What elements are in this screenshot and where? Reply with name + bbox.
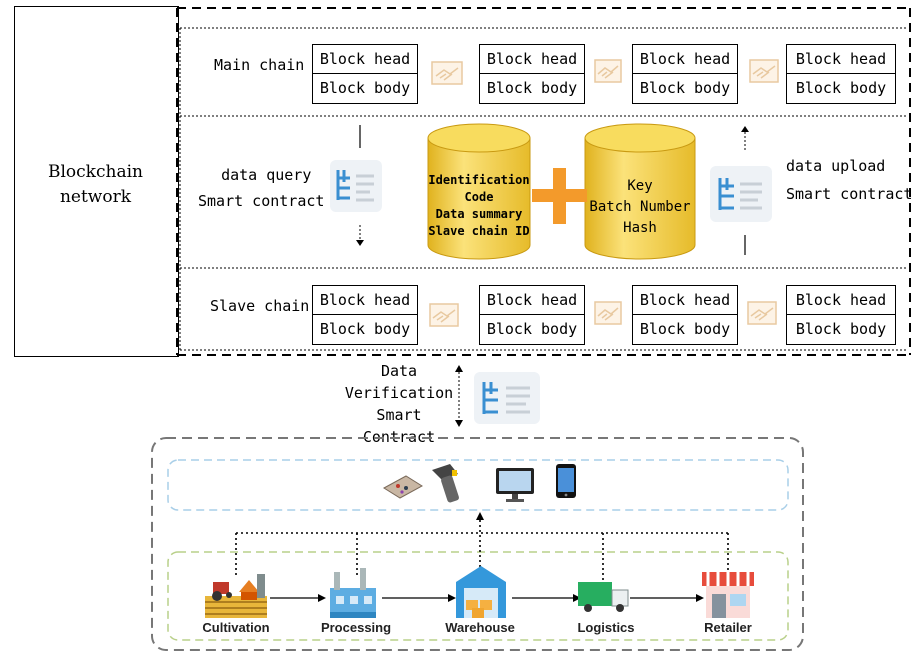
verification-line: Verification [344, 384, 454, 402]
upload-contract-label: data upload Smart contract [786, 152, 912, 208]
query-line1: data query [221, 166, 312, 184]
upload-line2: Smart contract [786, 185, 913, 203]
slave-block-3: Block head Block body [632, 285, 738, 345]
block-head: Block head [633, 45, 737, 74]
slave-block-2: Block head Block body [479, 285, 585, 345]
block-head: Block head [787, 286, 895, 315]
farm-icon [205, 574, 267, 618]
slave-block-4: Block head Block body [786, 285, 896, 345]
block-body: Block body [795, 79, 887, 97]
block-body: Block body [639, 79, 731, 97]
handshake-icon [431, 61, 463, 85]
handshake-icon [747, 301, 777, 325]
query-contract-label: data query Smart contract [198, 162, 324, 214]
smartphone-icon [556, 464, 576, 498]
network-label-line1: Blockchain [48, 162, 143, 182]
database-icon [584, 123, 696, 260]
handshake-icon [594, 301, 622, 325]
slave-block-1: Block head Block body [312, 285, 418, 345]
verification-label: Data Verification Smart Contract [344, 360, 454, 448]
truck-icon [578, 582, 629, 612]
database-icon [427, 123, 531, 260]
handshake-icon [594, 59, 622, 83]
factory-icon [330, 568, 376, 618]
warehouse-icon [456, 566, 506, 618]
handshake-icon [429, 303, 459, 327]
block-head: Block head [313, 45, 417, 74]
cyl-line: Identification [428, 173, 530, 187]
block-body: Block body [795, 320, 887, 338]
network-label: Blockchain network [14, 160, 177, 210]
main-block-3: Block head Block body [632, 44, 738, 104]
cyl-line: Batch Number [589, 199, 691, 215]
block-head: Block head [787, 45, 895, 74]
main-block-4: Block head Block body [786, 44, 896, 104]
blockchain-network-frame [14, 6, 179, 357]
cyl-line: Hash [623, 220, 657, 236]
cyl-line: Data summary [435, 207, 523, 221]
cyl-line: Code [464, 190, 494, 204]
cyl-line: Key [627, 178, 653, 194]
stage-label-warehouse: Warehouse [445, 620, 515, 635]
block-head: Block head [480, 286, 584, 315]
cyl-line: Slave chain ID [428, 224, 530, 238]
stage-label-cultivation: Cultivation [202, 620, 270, 635]
right-cylinder-text: Key Batch Number Hash [575, 176, 705, 239]
block-body: Block body [639, 320, 731, 338]
main-chain-label: Main chain [214, 56, 305, 74]
slave-chain-label: Slave chain [210, 297, 310, 315]
contract-icon [474, 372, 540, 424]
query-line2: Smart contract [198, 192, 325, 210]
block-body: Block body [486, 79, 578, 97]
handshake-icon [749, 59, 779, 83]
circuit-board-icon [383, 475, 423, 499]
store-icon [702, 572, 754, 618]
verification-line: Data [380, 362, 418, 380]
stage-label-logistics: Logistics [577, 620, 635, 635]
left-cylinder-text: Identification Code Data summary Slave c… [420, 172, 538, 240]
block-head: Block head [633, 286, 737, 315]
block-head: Block head [313, 286, 417, 315]
network-label-line2: network [59, 187, 132, 207]
verification-line: Smart [376, 406, 422, 424]
contract-icon [330, 160, 382, 212]
stage-label-processing: Processing [320, 620, 392, 635]
main-block-2: Block head Block body [479, 44, 585, 104]
main-block-1: Block head Block body [312, 44, 418, 104]
block-head: Block head [480, 45, 584, 74]
block-body: Block body [319, 320, 411, 338]
barcode-scanner-icon [432, 464, 459, 503]
contract-icon [710, 166, 772, 222]
block-body: Block body [319, 79, 411, 97]
monitor-icon [496, 468, 534, 502]
upload-line1: data upload [786, 157, 886, 175]
plus-icon [532, 168, 587, 224]
stage-label-retailer: Retailer [704, 620, 752, 635]
block-body: Block body [486, 320, 578, 338]
